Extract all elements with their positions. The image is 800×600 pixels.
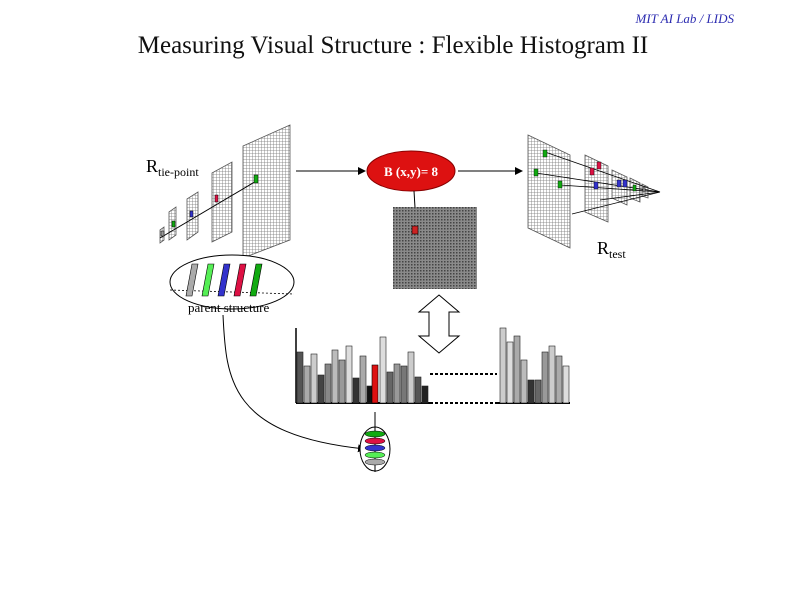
test-level-3 (611, 169, 628, 206)
pyramid-level-3 (211, 161, 233, 243)
r-tie-point-label: Rtie-point (146, 156, 199, 179)
histogram-right (497, 327, 570, 404)
pyramid-marker-gray (160, 230, 165, 237)
texture-patch (393, 207, 477, 289)
test-level-1 (527, 134, 571, 249)
layer-stack-icon (359, 412, 391, 472)
parent-structure-label: parent structure (188, 300, 269, 315)
pyramid-marker-red (214, 194, 219, 203)
parent-structure (169, 254, 295, 310)
test-pyramid (527, 134, 661, 249)
patch-pixel-marker (411, 225, 419, 235)
pyramid-marker-blue (189, 210, 194, 218)
parent-ellipse (169, 254, 295, 310)
b-node: B (x,y)= 8 (366, 150, 456, 192)
node-label: B (x,y)= 8 (384, 164, 438, 179)
pyramid-marker-green (253, 174, 259, 184)
r-test-label: Rtest (597, 238, 626, 261)
affiliation-label: MIT AI Lab / LIDS (635, 11, 734, 26)
parent-to-stack-arrow (222, 314, 366, 453)
tie-point-pyramid (159, 124, 291, 259)
bidirectional-arrow-icon (417, 294, 461, 354)
pyramid-level-4 (242, 124, 291, 259)
pyramid-marker-green-2 (171, 220, 176, 228)
histogram-left (295, 328, 430, 404)
slide-title: Measuring Visual Structure : Flexible Hi… (137, 32, 649, 59)
